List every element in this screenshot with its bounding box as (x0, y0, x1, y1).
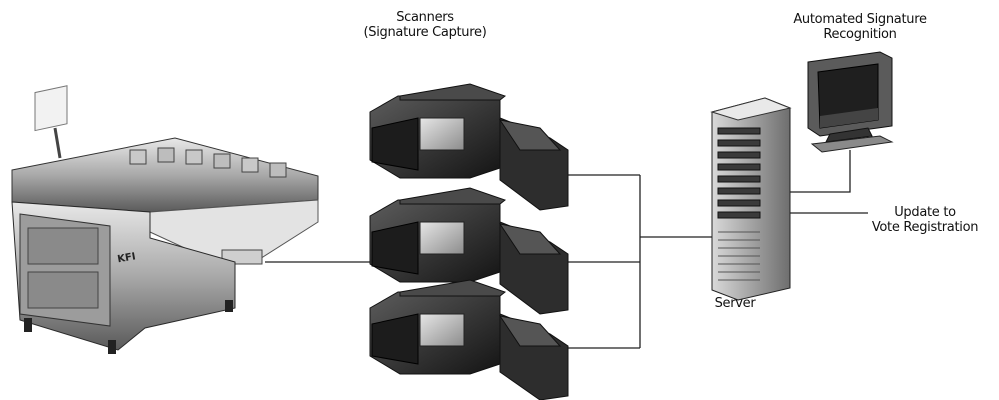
scanners-label-line1: Scanners (396, 10, 454, 25)
scanner-1-screen (419, 117, 465, 151)
scanner-1 (369, 83, 569, 211)
scanners-label-line2: (Signature Capture) (363, 25, 487, 40)
sorting-machine: KFI (11, 85, 319, 354)
asr-label: Automated Signature Recognition (760, 12, 960, 42)
scanner-2 (369, 187, 569, 315)
asr-keyboard (810, 135, 894, 153)
update-label-line2: Vote Registration (871, 220, 979, 235)
line-server-to-asr (790, 150, 851, 193)
scanner-3-screen (419, 313, 465, 347)
machine-monitor (34, 85, 68, 132)
connection-lines (265, 150, 868, 349)
scanner-3 (369, 279, 569, 400)
update-label-line1: Update to (894, 205, 956, 220)
server-tower (710, 97, 792, 301)
update-registration-label: Update to Vote Registration (850, 205, 999, 235)
asr-computer (807, 51, 894, 153)
asr-label-line2: Recognition (823, 27, 897, 42)
machine-brand-logo: KFI (117, 251, 137, 265)
server-label: Server (714, 296, 756, 311)
scanners-label: Scanners (Signature Capture) (340, 10, 510, 40)
scanner-2-screen (419, 221, 465, 255)
asr-label-line1: Automated Signature (793, 12, 927, 27)
